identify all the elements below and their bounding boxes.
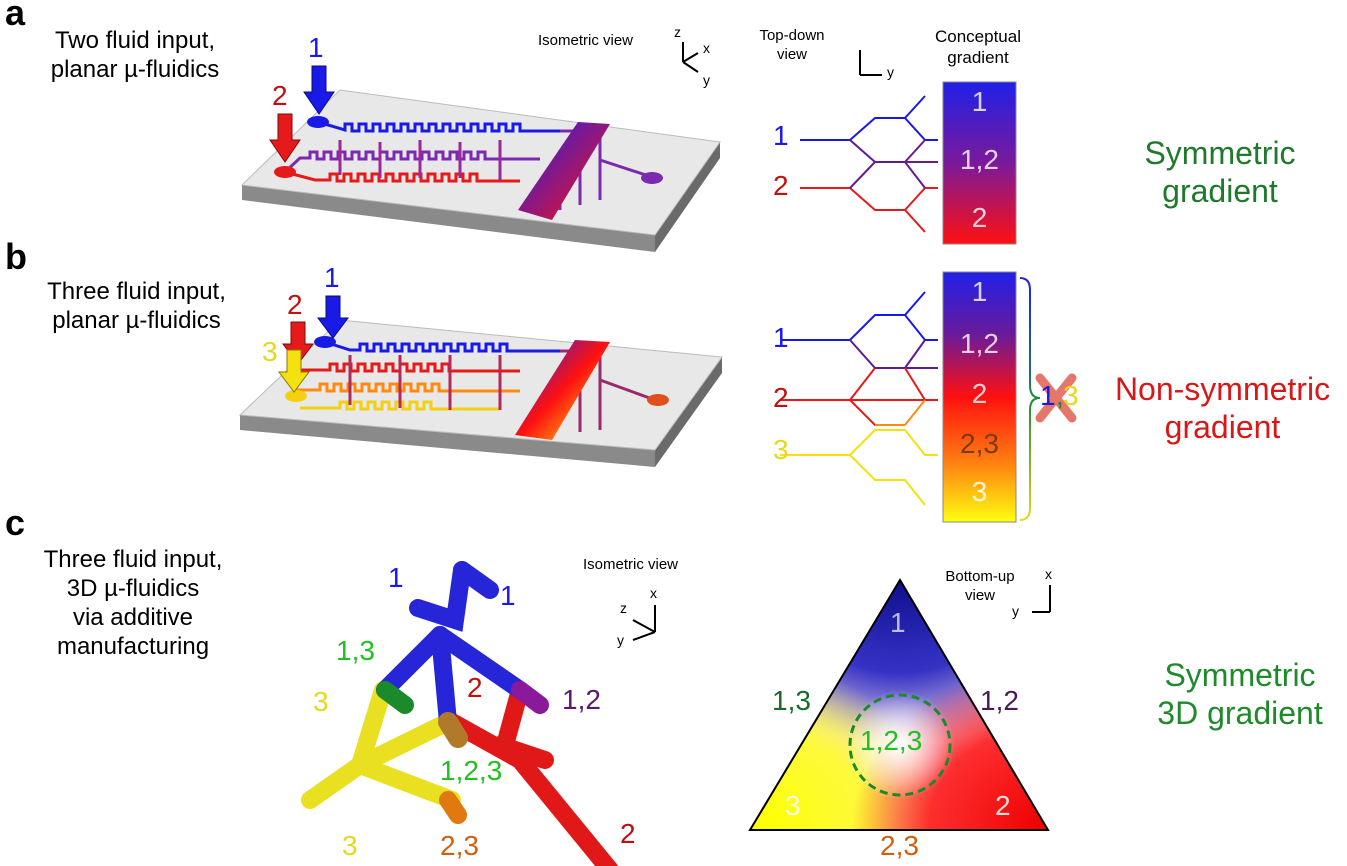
panel-letter-a: a: [5, 0, 26, 33]
panel-c-title: Three fluid input, 3D µ-fluidics via add…: [18, 545, 248, 661]
model-label-2-end: 2: [620, 818, 636, 849]
model-label-3-end: 3: [342, 830, 358, 861]
topdown-a: [800, 95, 938, 233]
gradient-b-label-2: 2: [971, 378, 988, 409]
panel-a-title: Two fluid input, planar µ-fluidics: [30, 26, 240, 84]
gradient-a-label-1: 1: [971, 86, 988, 117]
axis-y-c: y: [617, 632, 624, 648]
arrow-label-b-2: 2: [287, 289, 303, 320]
result-b-line1: Non-symmetric: [1114, 371, 1331, 407]
axis-x-a: x: [703, 40, 710, 56]
panel-c-title-line1: Three fluid input,: [43, 546, 223, 573]
panel-a-title-line2: planar µ-fluidics: [50, 56, 220, 83]
chip-a: [240, 65, 721, 252]
result-a-line2: gradient: [1162, 173, 1278, 209]
arrow-label-b-3: 3: [262, 336, 278, 367]
arrow-label-b-1: 1: [324, 262, 340, 293]
axis-by-c: y: [1012, 603, 1019, 619]
topdown-label-a-line2: view: [776, 46, 807, 63]
model-label-1a: 1: [388, 562, 404, 593]
missing-label-1: 1: [1040, 380, 1056, 411]
input-label-a-1: 1: [773, 120, 789, 151]
model-label-12: 1,2: [562, 684, 601, 715]
conceptual-gradient-label: Conceptual gradient: [918, 26, 1038, 68]
conceptual-gradient-line1: Conceptual: [934, 27, 1021, 46]
triangle-label-2: 2: [995, 790, 1011, 821]
topdown-label-a: Top-down view: [755, 26, 829, 64]
topdown-b: [780, 291, 938, 506]
axes-c: [632, 585, 1051, 641]
triangle-label-123: 1,2,3: [860, 725, 923, 756]
axis-z-c: z: [620, 600, 627, 616]
input-label-b-2: 2: [773, 382, 789, 413]
gradient-b-label-1: 1: [971, 276, 988, 307]
panel-b-title-line1: Three fluid input,: [47, 278, 226, 305]
gradient-b-label-23: 2,3: [960, 428, 999, 459]
arrow-label-a-2: 2: [272, 80, 288, 111]
cross-mark-b: [1035, 373, 1077, 423]
model-label-13: 1,3: [336, 635, 375, 666]
model-label-123: 1,2,3: [440, 755, 503, 786]
brace-b: [1019, 277, 1041, 521]
panel-c-title-line4: manufacturing: [56, 633, 210, 660]
triangle-label-23: 2,3: [880, 830, 919, 861]
gradient-b-label-3: 3: [971, 476, 988, 507]
input-label-b-1: 1: [773, 322, 789, 353]
bottomup-label-line1: Bottom-up: [945, 568, 1015, 585]
result-a-line1: Symmetric: [1144, 135, 1296, 171]
arrow-label-a-1: 1: [308, 32, 324, 63]
panel-letter-b: b: [5, 236, 27, 277]
missing-label-comma: ,: [1056, 380, 1064, 411]
triangle-label-13: 1,3: [772, 685, 811, 716]
model-label-2: 2: [467, 672, 483, 703]
result-b: Non-symmetric gradient: [1110, 370, 1335, 446]
gradient-b-label-12: 1,2: [960, 328, 999, 359]
axis-top-y-a: y: [887, 64, 894, 80]
triangle-label-12: 1,2: [980, 685, 1019, 716]
result-c-line1: Symmetric: [1164, 657, 1316, 693]
panel-b-title: Three fluid input, planar µ-fluidics: [24, 277, 249, 335]
result-c-line2: 3D gradient: [1157, 695, 1323, 731]
gradient-a-label-2: 2: [971, 202, 988, 233]
result-a: Symmetric gradient: [1120, 134, 1320, 210]
bottomup-label-c: Bottom-up view: [935, 567, 1025, 605]
topdown-label-a-line1: Top-down: [759, 27, 825, 44]
axis-z-a: z: [674, 24, 681, 40]
triangle-label-1: 1: [890, 607, 906, 638]
model-label-23: 2,3: [440, 830, 479, 861]
model-3d-c: [301, 561, 619, 866]
input-label-a-2: 2: [773, 170, 789, 201]
axes-a: [682, 42, 882, 76]
iso-view-label-a: Isometric view: [538, 32, 634, 49]
axis-x-c: x: [650, 585, 657, 601]
chip-b: [238, 295, 723, 467]
panel-c-title-line3: via additive: [72, 604, 194, 631]
input-label-b-3: 3: [773, 434, 789, 465]
gradient-a-label-12: 1,2: [960, 144, 999, 175]
bottomup-label-line2: view: [964, 587, 995, 604]
iso-view-label-c: Isometric view: [583, 556, 679, 573]
result-b-line2: gradient: [1164, 409, 1281, 445]
conceptual-gradient-line2: gradient: [947, 48, 1009, 67]
result-c: Symmetric 3D gradient: [1140, 656, 1340, 732]
axis-bx-c: x: [1045, 566, 1052, 582]
axis-y-a: y: [703, 72, 710, 88]
panel-b-title-line2: planar µ-fluidics: [52, 307, 221, 334]
model-label-1b: 1: [500, 580, 516, 611]
gradient-bar-a: [942, 81, 1017, 245]
model-label-3: 3: [313, 686, 329, 717]
panel-letter-c: c: [5, 502, 26, 543]
panel-c-title-line2: 3D µ-fluidics: [66, 575, 200, 602]
triangle-label-3: 3: [785, 790, 801, 821]
gradient-bar-b: [942, 271, 1017, 523]
panel-a-title-line1: Two fluid input,: [54, 27, 216, 54]
missing-label-3: 3: [1063, 380, 1079, 411]
